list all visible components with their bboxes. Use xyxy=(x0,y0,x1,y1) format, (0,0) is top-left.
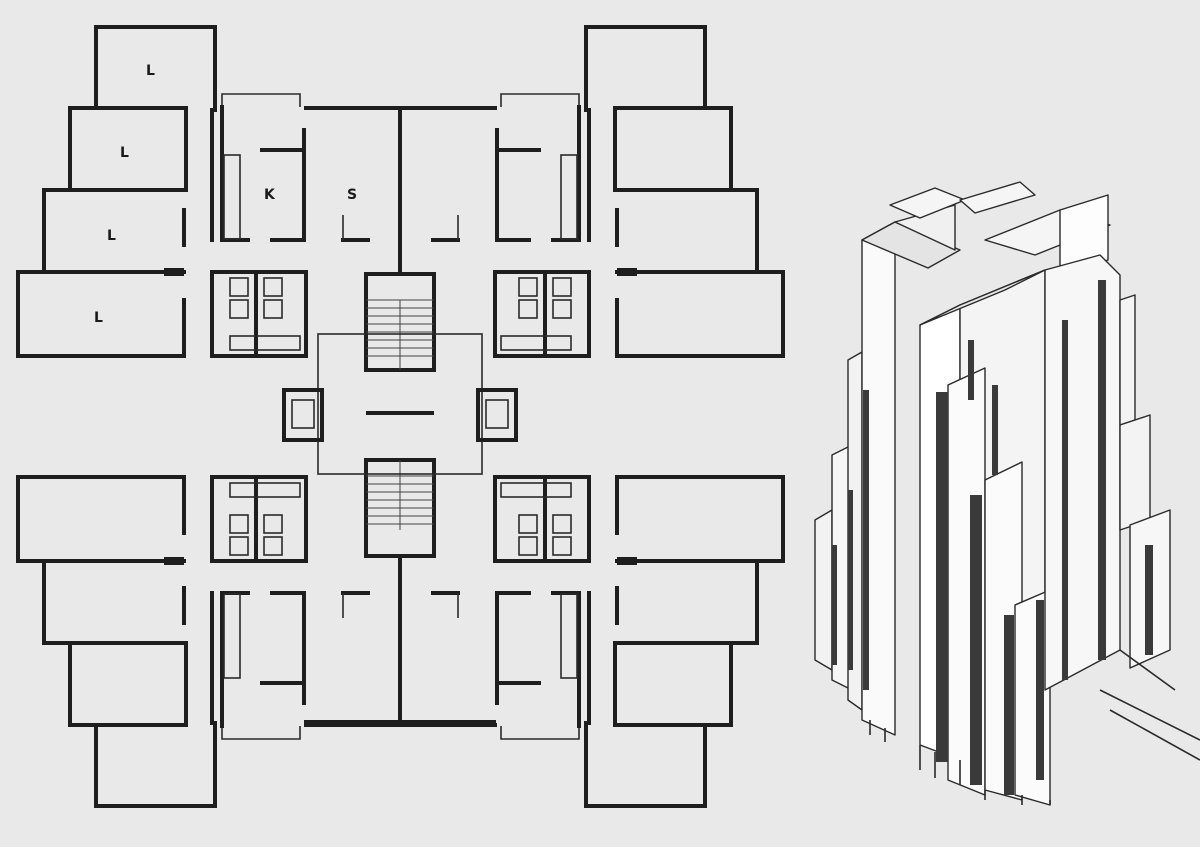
room-label-kitchen: K xyxy=(264,187,276,203)
lift-lobby xyxy=(317,333,483,475)
kitchen-counter xyxy=(223,154,241,240)
room-label-living-3: L xyxy=(107,228,116,244)
bottom-left-wing xyxy=(16,475,402,808)
floor-plan: L L L L K S xyxy=(16,25,785,808)
room-label-living-2: L xyxy=(120,145,129,161)
room-label-study: S xyxy=(347,187,357,203)
room-label-living-4: L xyxy=(94,310,103,326)
column-marker xyxy=(164,268,184,276)
central-core xyxy=(282,106,518,724)
room-label-living-1: L xyxy=(146,63,155,79)
left-elevator xyxy=(282,388,324,442)
tower-axonometric xyxy=(814,181,1200,806)
right-elevator xyxy=(476,388,518,442)
top-left-wing xyxy=(16,25,402,358)
bottom-right-wing xyxy=(399,475,785,808)
window-band xyxy=(863,390,869,690)
top-right-wing xyxy=(399,25,785,358)
